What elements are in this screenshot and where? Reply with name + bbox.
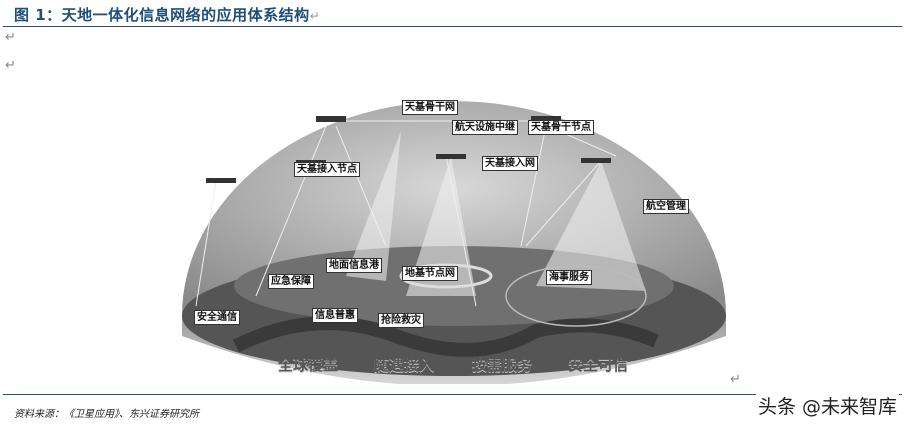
paragraph-mark: ↵ (5, 58, 16, 73)
label-backbone-node: 天基骨干节点 (528, 120, 594, 135)
label-backbone-net: 天基骨干网 (402, 100, 458, 115)
label-ground-port: 地面信息港 (326, 258, 382, 273)
slogan: 随遇接入 (374, 356, 435, 374)
slogan: 安全可信 (568, 356, 629, 374)
watermark: 头条 @未来智库 (755, 392, 899, 419)
label-aviation: 航空管理 (643, 199, 689, 214)
architecture-figure: 天基骨干网 航天设施中继 天基骨干节点 天基接入节点 天基接入网 航空管理 应急… (176, 86, 732, 386)
label-emergency: 应急保障 (268, 274, 314, 289)
paragraph-mark: ↵ (730, 372, 741, 387)
label-ground-node-net: 地基节点网 (402, 266, 458, 281)
label-info-inclusive: 信息普惠 (312, 308, 358, 323)
label-secure-comm: 安全通信 (194, 310, 240, 325)
figure-title: 图 1：天地一体化信息网络的应用体系结构↵ (14, 6, 321, 24)
title-divider (3, 26, 902, 27)
paragraph-mark: ↵ (5, 30, 16, 45)
label-access-node: 天基接入节点 (294, 162, 360, 177)
label-rescue: 抢险救灾 (378, 313, 424, 328)
source-note: 资料来源：《卫星应用》、东兴证券研究所 (14, 409, 199, 420)
label-relay: 航天设施中继 (452, 120, 518, 135)
slogan: 全球覆盖 (278, 356, 339, 374)
label-maritime: 海事服务 (546, 270, 592, 285)
label-access-net: 天基接入网 (482, 156, 538, 171)
source-divider (3, 394, 902, 395)
slogan: 按需服务 (472, 356, 533, 374)
